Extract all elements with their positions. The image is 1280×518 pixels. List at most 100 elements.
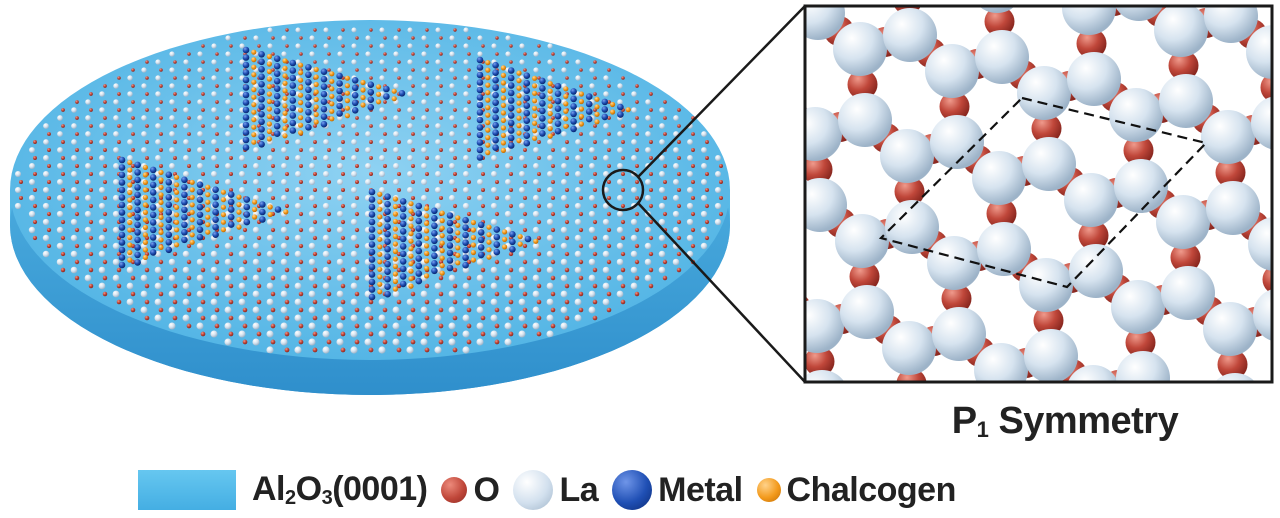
oxygen-atom xyxy=(677,124,681,128)
lanthanum-atom xyxy=(211,283,218,290)
chalcogen-atom xyxy=(392,89,397,94)
lanthanum-atom xyxy=(57,163,63,169)
chalcogen-atom xyxy=(268,204,273,209)
metal-atom xyxy=(258,51,265,58)
oxygen-atom xyxy=(467,100,471,104)
lanthanum-atom xyxy=(309,211,315,217)
metal-atom xyxy=(384,246,391,253)
lanthanum-atom xyxy=(449,323,456,330)
lanthanum-atom xyxy=(127,123,133,129)
lanthanum-atom xyxy=(631,235,637,241)
la-o-bond xyxy=(1275,244,1280,315)
oxygen-atom xyxy=(579,292,584,297)
oxygen-atom xyxy=(271,276,275,280)
chalcogen-atom xyxy=(610,109,615,114)
metal-atom xyxy=(400,281,407,288)
metal-atom xyxy=(150,242,157,249)
metal-atom xyxy=(274,130,281,137)
chalcogen-atom xyxy=(268,212,273,217)
lanthanum-atom xyxy=(99,283,106,290)
lanthanum-atom xyxy=(421,83,426,88)
lanthanum-atom xyxy=(561,67,566,72)
chalcogen-atom xyxy=(408,231,413,236)
chalcogen-atom xyxy=(267,84,272,89)
chalcogen-atom xyxy=(282,111,287,116)
chalcogen-atom xyxy=(143,247,148,252)
lanthanum-atom xyxy=(617,83,622,88)
lanthanum-atom xyxy=(687,235,693,241)
oxygen-atom xyxy=(299,180,303,184)
oxygen-atom xyxy=(341,300,346,305)
oxygen-atom xyxy=(607,148,611,152)
oxygen-atom xyxy=(201,140,205,144)
oxygen-atom xyxy=(271,148,275,152)
metal-atom xyxy=(431,253,438,260)
lanthanum-atom xyxy=(533,179,539,185)
oxygen-atom xyxy=(621,204,625,208)
metal-atom xyxy=(384,268,391,275)
metal-atom xyxy=(400,206,407,213)
oxygen-atom xyxy=(593,60,597,64)
oxygen-atom xyxy=(425,108,429,112)
metal-atom xyxy=(134,184,141,191)
oxygen-atom xyxy=(369,140,373,144)
metal-atom xyxy=(509,239,516,246)
oxygen-atom xyxy=(75,260,79,264)
oxygen-atom xyxy=(187,132,191,136)
oxygen-atom xyxy=(537,204,541,208)
legend-label-metal: Metal xyxy=(658,471,742,510)
metal-atom xyxy=(166,217,173,224)
chalcogen-atom xyxy=(174,205,179,210)
oxygen-atom xyxy=(229,316,234,321)
oxygen-atom xyxy=(495,324,500,329)
chalcogen-atom xyxy=(190,187,195,192)
lanthanum-atom xyxy=(406,346,413,353)
metal-atom xyxy=(384,208,391,215)
chalcogen-atom xyxy=(516,108,521,113)
metal-atom xyxy=(462,224,469,231)
lanthanum-atom xyxy=(197,259,204,266)
oxygen-atom xyxy=(397,28,400,31)
oxygen-atom xyxy=(411,308,416,313)
lanthanum-atom xyxy=(225,147,231,153)
lanthanum-atom xyxy=(309,35,314,40)
metal-atom xyxy=(181,214,188,221)
lanthanum-atom xyxy=(71,187,77,193)
metal-atom xyxy=(539,93,546,100)
lanthanum-atom xyxy=(972,151,1026,205)
chalcogen-atom xyxy=(440,211,445,216)
oxygen-atom xyxy=(341,316,346,321)
lanthanum-atom xyxy=(71,235,77,241)
oxygen-atom xyxy=(89,268,93,272)
oxygen-atom xyxy=(453,348,458,353)
chalcogen-atom xyxy=(486,247,491,252)
chalcogen-atom xyxy=(143,187,148,192)
lanthanum-atom xyxy=(43,171,49,177)
oxygen-atom xyxy=(621,92,625,96)
lanthanum-atom xyxy=(393,131,399,137)
oxygen-atom xyxy=(481,316,486,321)
chalcogen-atom xyxy=(345,76,350,81)
lanthanum-atom xyxy=(561,259,568,266)
lanthanum-atom xyxy=(295,299,302,306)
oxygen-atom xyxy=(579,68,583,72)
chalcogen-atom xyxy=(455,253,460,258)
lanthanum-atom xyxy=(547,171,553,177)
oxygen-atom xyxy=(509,332,514,337)
lanthanum-atom xyxy=(631,139,637,145)
oxygen-atom xyxy=(467,68,471,72)
oxygen-atom xyxy=(229,76,233,80)
oxygen-atom xyxy=(61,172,65,176)
metal-atom xyxy=(274,115,281,122)
lanthanum-atom xyxy=(337,275,344,282)
metal-atom xyxy=(416,248,423,255)
metal-atom xyxy=(492,69,499,76)
metal-atom xyxy=(258,59,265,66)
lanthanum-atom xyxy=(715,219,721,225)
metal-atom xyxy=(477,117,484,124)
oxygen-atom xyxy=(201,332,206,337)
oxygen-atom xyxy=(159,68,163,72)
chalcogen-atom xyxy=(236,225,241,230)
lanthanum-atom xyxy=(99,187,105,193)
lanthanum-atom xyxy=(835,214,889,268)
